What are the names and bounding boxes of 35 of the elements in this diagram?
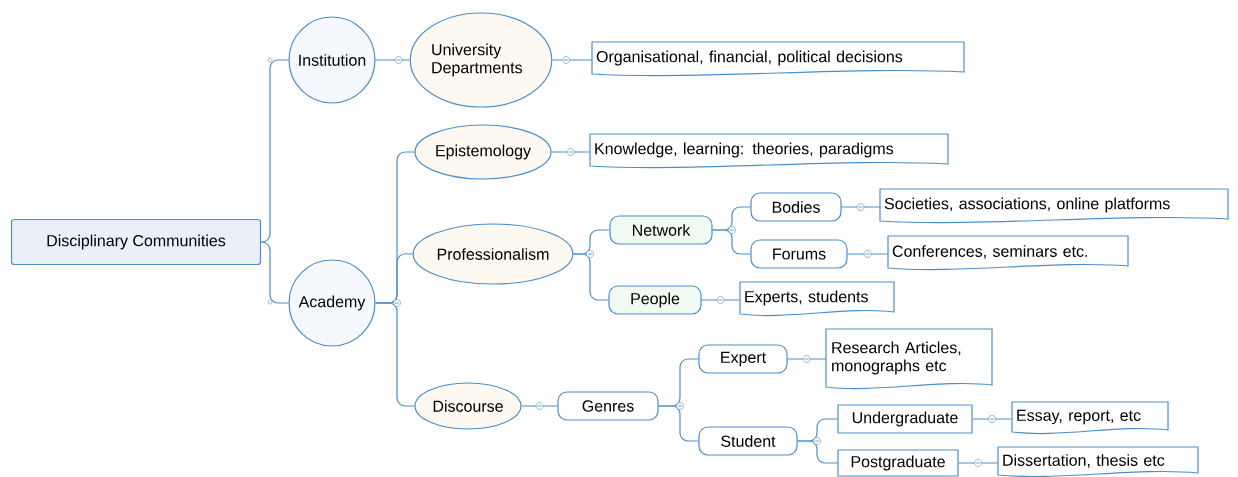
connector-line xyxy=(847,253,889,255)
connector-line xyxy=(551,151,591,153)
connector-line xyxy=(658,405,699,442)
topic-box: Postgraduate xyxy=(837,449,959,477)
connector-line xyxy=(787,358,827,360)
note-box: Organisational, financial, political decisions xyxy=(591,41,965,77)
connector-line xyxy=(958,462,999,464)
note-box: Experts, students xyxy=(739,281,895,317)
connector-line xyxy=(797,440,838,464)
connector-line xyxy=(260,241,289,304)
topic-box: People xyxy=(608,285,702,315)
note-box: Conferences, seminars etc. xyxy=(887,235,1129,271)
topic-box: Genres xyxy=(557,391,659,421)
connector-line xyxy=(260,59,289,243)
note-box: Knowledge, learning: theories, paradigms xyxy=(589,133,949,169)
topic-box: Student xyxy=(698,426,798,456)
connector-line xyxy=(712,229,751,255)
topic-box: Undergraduate xyxy=(837,404,973,434)
connector-line xyxy=(701,299,741,301)
connector-line xyxy=(572,253,609,301)
central-topic-box: Disciplinary Communities xyxy=(10,218,262,266)
note-box: Dissertation, thesis etc xyxy=(997,446,1199,477)
connector-line xyxy=(972,418,1013,420)
topic-box: Forums xyxy=(750,239,848,269)
connector-line xyxy=(551,59,593,61)
note-box: Societies, associations, online platforms xyxy=(879,188,1229,224)
topic-box: Bodies xyxy=(750,192,842,222)
connector-line xyxy=(841,206,881,208)
topic-box: Network xyxy=(609,215,713,245)
note-box: Essay, report, etc xyxy=(1011,401,1169,435)
note-box: Research Articles, monographs etc xyxy=(825,328,993,390)
connector-line xyxy=(521,405,558,407)
connector-line xyxy=(375,59,411,61)
topic-box: Expert xyxy=(698,344,788,374)
connector-line xyxy=(375,302,415,407)
